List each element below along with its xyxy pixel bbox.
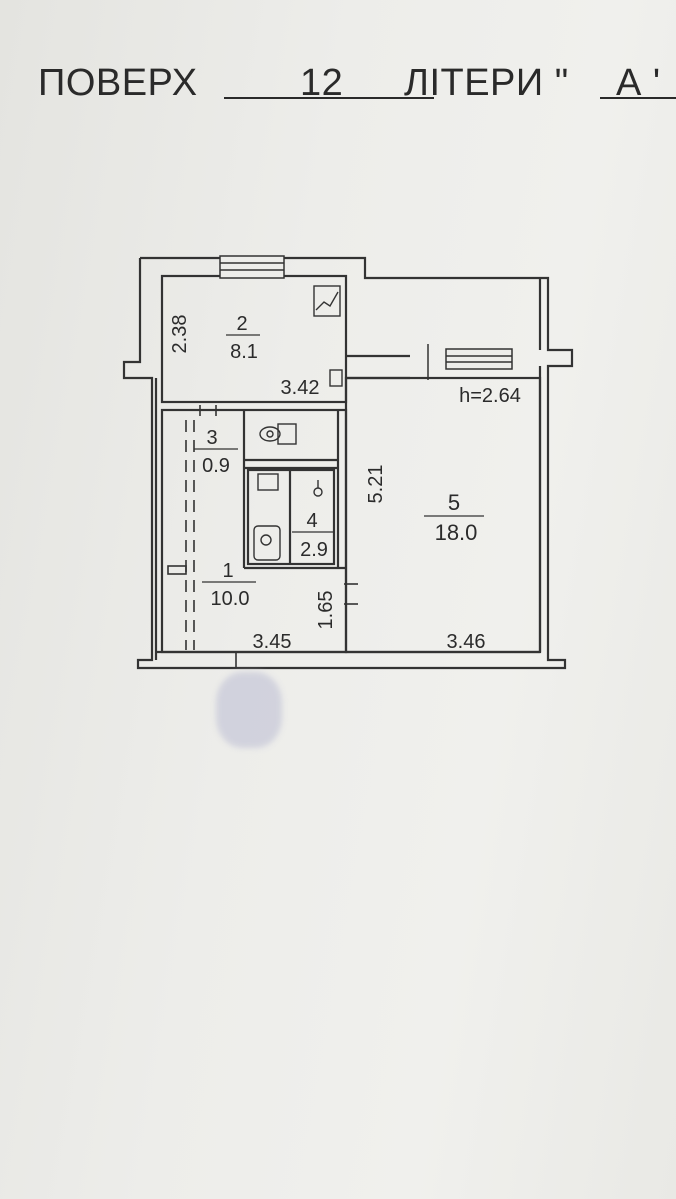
dim-room2-width: 3.42	[281, 377, 320, 399]
sink-icon	[257, 473, 279, 491]
door-marks	[167, 405, 358, 668]
room-2-area: 8.1	[230, 341, 258, 363]
dim-bottom-left: 3.45	[253, 631, 292, 653]
toilet-tank-icon	[277, 423, 297, 445]
room-2-number: 2	[236, 313, 247, 335]
room-4-number: 4	[306, 510, 317, 532]
floor-label: ПОВЕРХ	[38, 62, 198, 104]
room-5-area: 18.0	[435, 520, 478, 545]
room-1-number: 1	[222, 560, 233, 582]
room-4-area: 2.9	[300, 539, 328, 561]
room-labels: 2 8.1 3 0.9 4 2.9 1 10.0 5 18.0	[194, 313, 484, 610]
room-5-outline	[344, 376, 542, 654]
shower-icon	[313, 487, 323, 497]
fixtures	[253, 285, 343, 561]
dimension-labels: 2.38 3.42 5.21 h=2.64 1.65 3.45 3.46	[169, 315, 521, 653]
dim-room5-length: 5.21	[365, 465, 387, 504]
letter-underline	[600, 97, 676, 99]
toilet-icon	[259, 426, 281, 442]
room-1-area: 10.0	[211, 588, 250, 610]
plan-walls	[122, 256, 574, 670]
thumb-smudge	[216, 672, 282, 748]
room-3-area: 0.9	[202, 455, 230, 477]
floor-underline	[224, 97, 434, 99]
dim-room2-height: 2.38	[169, 315, 191, 354]
bathtub-icon	[253, 525, 281, 561]
vent-icon	[329, 369, 343, 387]
floor-value: 12	[300, 62, 344, 104]
letter-value: А '	[616, 62, 661, 104]
letter-label: ЛІТЕРИ "	[404, 62, 569, 104]
dim-ceiling-height: h=2.64	[459, 385, 521, 407]
room-3-number: 3	[206, 427, 217, 449]
dim-bottom-right: 3.46	[447, 631, 486, 653]
windows	[219, 255, 513, 380]
room-5-number: 5	[448, 490, 460, 515]
dim-corridor-width: 1.65	[315, 591, 337, 630]
stove-icon	[313, 285, 341, 317]
